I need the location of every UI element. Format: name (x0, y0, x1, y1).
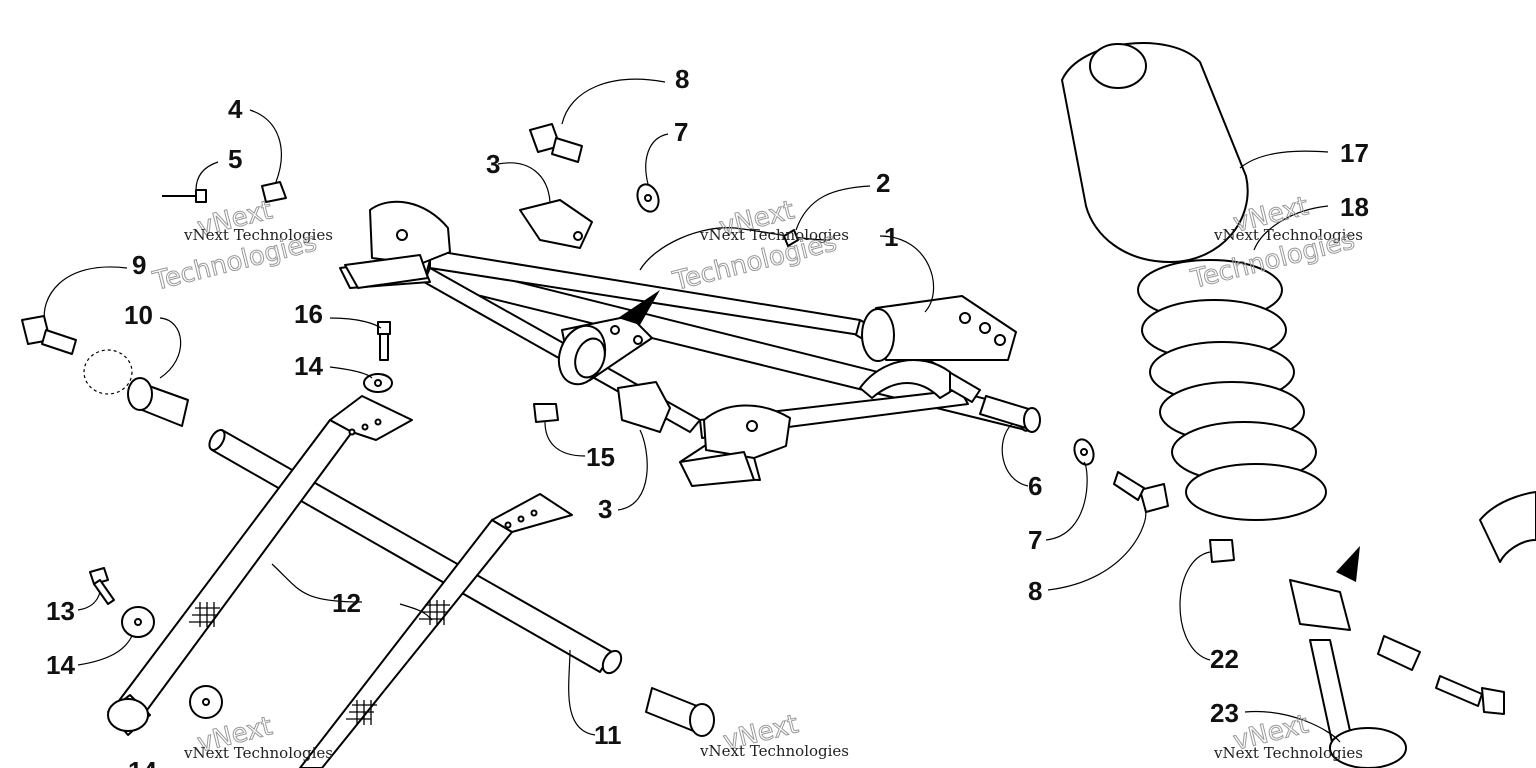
callout-17: 17 (1340, 138, 1369, 168)
slide-mount-right (679, 404, 791, 487)
callout-3-bottom: 3 (598, 494, 612, 524)
rail-left (107, 395, 413, 736)
grease-fitting (783, 229, 799, 247)
washer-7-right (1073, 438, 1095, 466)
clip-4 (261, 181, 287, 203)
watermark-bottom-left: vNext vNext Technologies (183, 711, 333, 762)
callout-10: 10 (124, 300, 153, 330)
callout-7-top: 7 (674, 117, 688, 147)
callout-23: 23 (1210, 698, 1239, 728)
callout-14-bottom: 14 (128, 756, 157, 768)
bolt-9 (21, 315, 77, 355)
bushing-6 (979, 395, 1041, 433)
leader-lines (43, 78, 1341, 743)
nut-22 (1209, 539, 1235, 563)
watermark-left-text: vNext Technologies (183, 226, 333, 244)
callout-6: 6 (1028, 471, 1042, 501)
callout-3-top: 3 (486, 149, 500, 179)
callout-labels: 1 2 3 3 4 5 6 7 7 8 8 9 10 11 12 13 14 1… (46, 64, 1369, 768)
flange-plate (557, 290, 660, 386)
bolt-8-right (1113, 471, 1169, 513)
callout-22: 22 (1210, 644, 1239, 674)
shock-eye-top (1289, 546, 1360, 631)
watermark-bl-text: vNext Technologies (183, 744, 333, 762)
callout-16: 16 (294, 299, 323, 329)
nut-15 (533, 403, 559, 423)
callout-18: 18 (1340, 192, 1369, 222)
watermark-right-text: vNext Technologies (1213, 226, 1363, 244)
callout-14-left: 14 (46, 650, 75, 680)
shock-boot (1061, 42, 1249, 263)
bracket-far-right (1479, 491, 1536, 563)
washer-10-dashed (83, 349, 133, 395)
callout-1: 1 (884, 222, 898, 252)
watermark-bc-text: vNext Technologies (699, 742, 849, 760)
cross-shaft (208, 429, 623, 675)
slide-mount-left (344, 200, 451, 289)
washer-14-mid (363, 373, 393, 393)
callout-4: 4 (228, 94, 243, 124)
callout-2: 2 (876, 168, 890, 198)
callout-11: 11 (594, 720, 622, 750)
bolt-13 (89, 567, 115, 605)
rivet-5 (162, 189, 207, 203)
watermark-left: vNext vNext Technologies Technologies (149, 195, 333, 298)
rail-right (299, 493, 573, 768)
washer-14-bottom (189, 685, 223, 719)
bolt-16 (377, 321, 391, 361)
washer-14-left (121, 606, 155, 638)
callout-9: 9 (132, 250, 146, 280)
a-arm-frame (339, 249, 981, 481)
washer-7-top (636, 183, 660, 213)
callout-13: 13 (46, 596, 75, 626)
callout-8-top: 8 (675, 64, 689, 94)
u-bracket (859, 359, 951, 399)
bushing-right-end (645, 687, 715, 737)
bumper-guide-bottom (617, 381, 671, 433)
callout-7-right: 7 (1028, 525, 1042, 555)
bumper-guide-top (519, 199, 593, 249)
shaft-collar-right (861, 295, 1017, 362)
bolt-8-top (529, 123, 583, 163)
sleeve-right (1377, 635, 1421, 671)
cable (639, 227, 831, 271)
shock-body-bottom (1309, 639, 1407, 768)
callout-14-mid: 14 (294, 351, 323, 381)
callout-15: 15 (586, 442, 615, 472)
bolt-right (1435, 675, 1505, 715)
coil-spring (1137, 259, 1327, 521)
bushing-10 (127, 377, 189, 427)
callout-8-right: 8 (1028, 576, 1042, 606)
watermark-center: vNext vNext Technologies Technologies (669, 195, 849, 298)
watermark-center-text: vNext Technologies (699, 226, 849, 244)
callout-5: 5 (228, 144, 242, 174)
watermark-br-text: vNext Technologies (1213, 744, 1363, 762)
watermark-bottom-center: vNext vNext Technologies (699, 709, 849, 760)
callout-12: 12 (332, 588, 361, 618)
